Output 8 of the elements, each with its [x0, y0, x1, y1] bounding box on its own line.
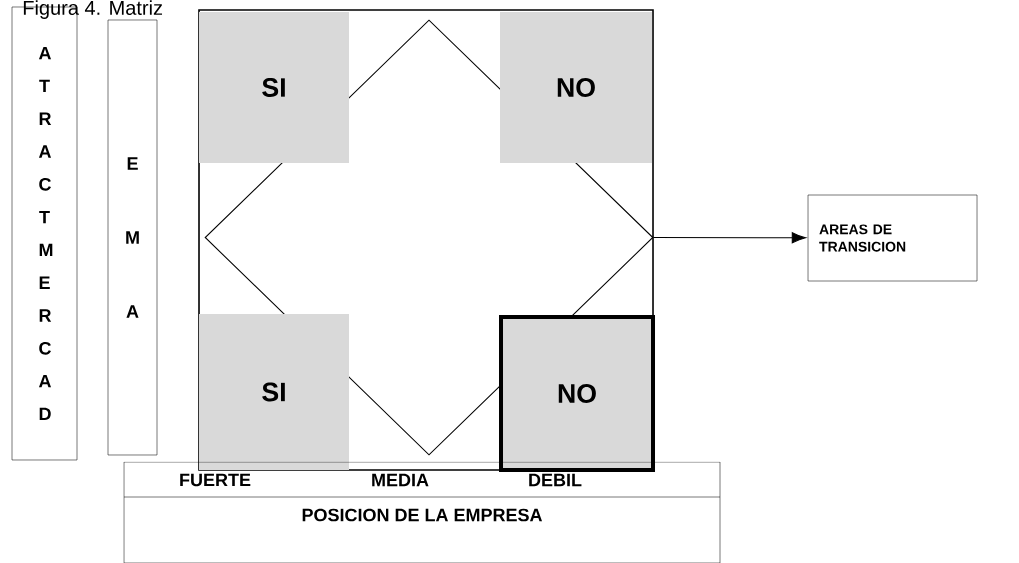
- arrow: [653, 232, 807, 244]
- quadrant-cell: SI: [199, 12, 349, 163]
- quadrant-cell: NO: [500, 12, 652, 163]
- quadrant-cell: SI: [199, 314, 349, 470]
- quadrant-cell: NO: [499, 315, 655, 472]
- callout-box: AREAS DE TRANSICION: [807, 194, 978, 282]
- axis-table: FUERTE MEDIA DEBIL POSICION DE LA EMPRESA: [123, 461, 721, 563]
- vertical-label-box: E M A: [107, 19, 158, 456]
